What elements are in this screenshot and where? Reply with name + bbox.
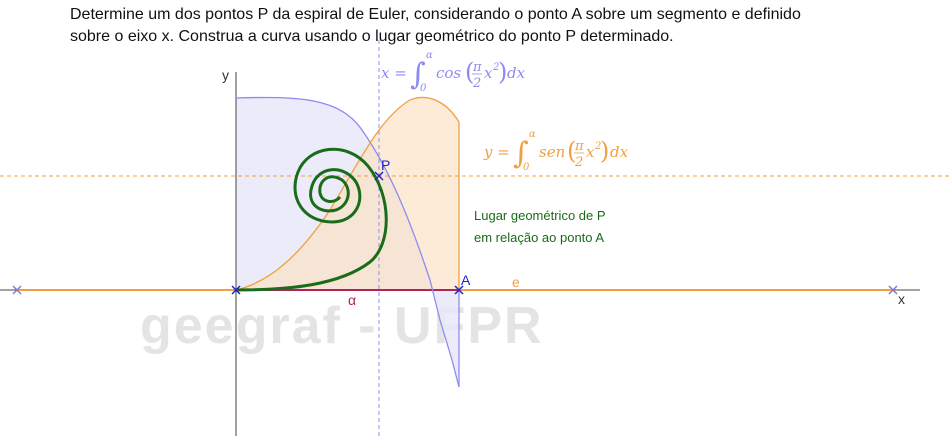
y-axis-label: y — [222, 67, 229, 83]
formula-x-dx: dx — [507, 64, 526, 82]
formula-y-lhs: y = — [483, 143, 510, 161]
formula-x-paren-open: ( — [465, 58, 474, 86]
locus-label-line-1: Lugar geométrico de P — [474, 208, 606, 223]
formula-y-paren-open: ( — [567, 137, 576, 165]
formula-x-sup: 2 — [492, 62, 499, 73]
problem-statement: Determine um dos pontos P da espiral de … — [70, 4, 930, 48]
formula-y-lower: 0 — [523, 162, 530, 173]
formula-x-two: 2 — [472, 76, 481, 91]
watermark: geegraf - UFPR — [140, 297, 544, 355]
formula-y-pi: π — [574, 139, 584, 154]
problem-line-1: Determine um dos pontos P da espiral de … — [70, 6, 801, 23]
problem-line-2: sobre o eixo x. Construa a curva usando … — [70, 28, 674, 45]
point-a[interactable] — [454, 285, 464, 295]
point-p-label: P — [381, 157, 390, 173]
formula-x-lhs: x = — [381, 64, 407, 82]
line-e-label: e — [512, 274, 520, 290]
formula-x-paren-close: ) — [498, 58, 507, 86]
x-axis-label: x — [898, 291, 905, 307]
formula-x-pi: π — [472, 60, 482, 75]
point-a-label: A — [461, 272, 471, 288]
formula-y-var: x — [586, 143, 595, 161]
formula-x-lower: 0 — [420, 83, 427, 94]
line-e-left-marker[interactable] — [12, 285, 22, 295]
formula-y-sup: 2 — [594, 141, 601, 152]
point-p[interactable] — [374, 171, 384, 181]
formula-y-integral: ∫ — [513, 136, 529, 171]
formula-x-upper: α — [426, 50, 433, 61]
segment-alpha-label: α — [348, 292, 356, 308]
locus-label-line-2: em relação ao ponto A — [474, 230, 604, 245]
cos-integral-curve — [235, 96, 460, 388]
formula-y-dx: dx — [610, 143, 629, 161]
formula-x-integral: ∫ — [410, 57, 426, 92]
formula-x-func: cos — [436, 64, 461, 82]
formula-y-two: 2 — [574, 155, 583, 170]
formula-y-paren-close: ) — [600, 137, 609, 165]
line-e-right-marker[interactable] — [888, 285, 898, 295]
formula-y-upper: α — [529, 129, 536, 140]
formula-x: x = ∫ α 0 cos ( π 2 x 2 ) dx — [381, 50, 526, 94]
origin-point[interactable] — [231, 285, 241, 295]
euler-spiral-locus — [235, 147, 388, 292]
formula-y: y = ∫ α 0 sen ( π 2 x 2 ) dx — [483, 129, 629, 173]
formula-x-var: x — [484, 64, 493, 82]
formula-y-func: sen — [539, 143, 565, 161]
sin-integral-curve — [235, 96, 460, 291]
